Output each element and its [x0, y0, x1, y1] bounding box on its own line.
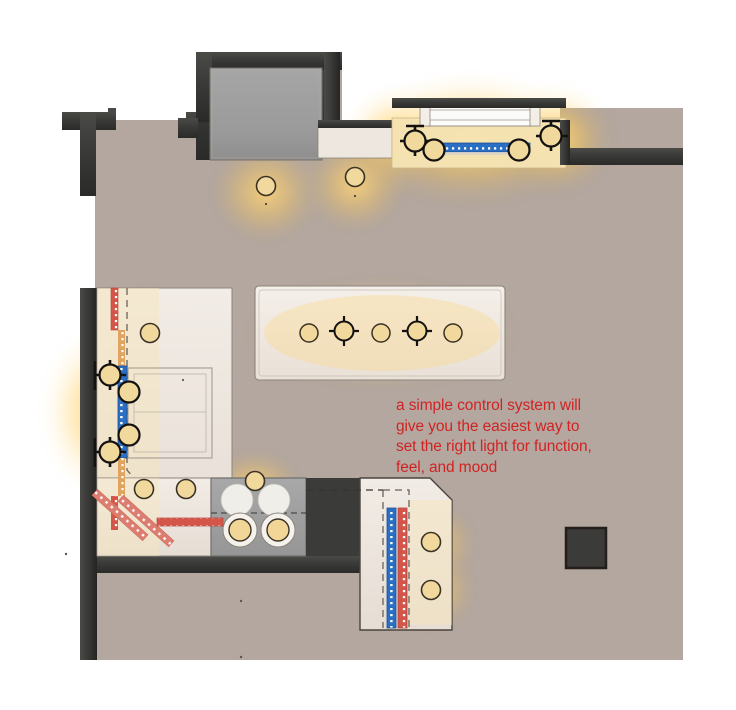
left-wall-fixture-top — [93, 360, 126, 390]
downlight-layer — [133, 166, 463, 601]
floor-reference-dots — [64, 378, 243, 659]
top-wall-fixture-left — [400, 124, 432, 156]
led-strip-layer — [91, 142, 531, 629]
island-adjustable-2 — [402, 316, 432, 346]
wall-stub-left — [62, 108, 116, 196]
exterior-walls — [80, 120, 683, 660]
top-wall-fixture-right — [536, 119, 568, 151]
cooktop-range — [210, 477, 307, 557]
left-wall-fixture-bottom — [93, 437, 126, 467]
structural-column — [564, 526, 608, 570]
refrigerator-alcove — [178, 52, 342, 161]
wall-fixture-layer — [93, 119, 568, 467]
top-counter-run — [317, 120, 393, 159]
annotation-text: a simple control system will give you th… — [396, 397, 592, 476]
island-adjustable-1 — [329, 316, 359, 346]
